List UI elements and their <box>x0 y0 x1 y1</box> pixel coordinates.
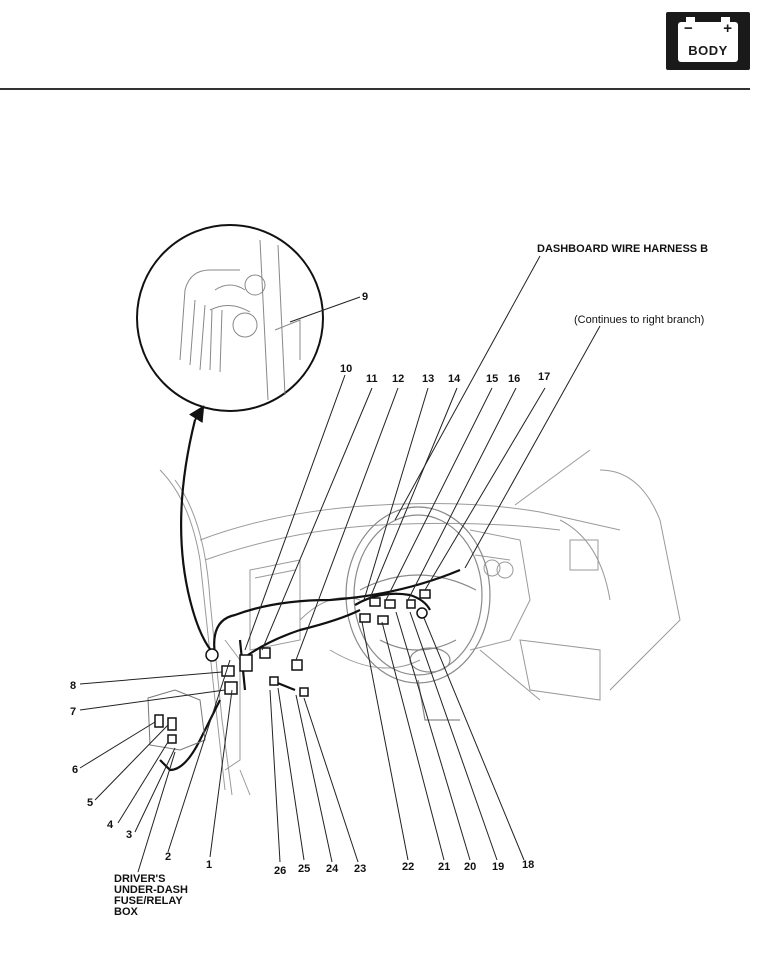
body-section-badge: − + BODY <box>666 12 750 70</box>
callout-11: 11 <box>366 373 378 385</box>
leader-lines <box>79 255 601 873</box>
dashboard-line-art <box>159 449 681 796</box>
callout-5: 5 <box>87 797 93 809</box>
badge-label: BODY <box>688 43 728 58</box>
callout-10: 10 <box>340 363 352 375</box>
callout-3: 3 <box>126 829 132 841</box>
callout-12: 12 <box>392 373 404 385</box>
continues-label: (Continues to right branch) <box>574 314 704 326</box>
callout-20: 20 <box>464 861 476 873</box>
callout-19: 19 <box>492 861 504 873</box>
callout-17: 17 <box>538 371 550 383</box>
callout-13: 13 <box>422 373 434 385</box>
callout-24: 24 <box>326 863 339 875</box>
inset-arrow <box>188 405 205 424</box>
callout-9: 9 <box>362 291 368 303</box>
fusebox-label-line3: FUSE/RELAY <box>114 895 183 907</box>
callout-numbers: 1 2 3 4 5 6 7 8 9 10 11 12 13 14 15 16 1… <box>70 291 550 877</box>
detail-inset <box>136 224 324 412</box>
header-rule <box>0 88 750 90</box>
minus-sign: − <box>684 20 693 37</box>
callout-4: 4 <box>107 819 114 831</box>
fusebox-label-line4: BOX <box>114 906 139 918</box>
battery-terminal-right <box>721 17 730 22</box>
callout-2: 2 <box>165 851 171 863</box>
fusebox-label-line1: DRIVER'S <box>114 873 166 885</box>
callout-1: 1 <box>206 859 212 871</box>
callout-8: 8 <box>70 680 76 692</box>
callout-22: 22 <box>402 861 414 873</box>
callout-26: 26 <box>274 865 286 877</box>
battery-icon: − + BODY <box>678 17 738 62</box>
callout-25: 25 <box>298 863 310 875</box>
callout-21: 21 <box>438 861 450 873</box>
callout-16: 16 <box>508 373 520 385</box>
battery-terminal-left <box>686 17 695 22</box>
callout-23: 23 <box>354 863 366 875</box>
callout-14: 14 <box>448 373 461 385</box>
callout-18: 18 <box>522 859 534 871</box>
callout-6: 6 <box>72 764 78 776</box>
plus-sign: + <box>723 20 732 37</box>
callout-15: 15 <box>486 373 498 385</box>
harness-label: DASHBOARD WIRE HARNESS B <box>537 243 708 255</box>
fusebox-label-line2: UNDER-DASH <box>114 884 188 896</box>
fuse-box <box>147 689 206 751</box>
callout-7: 7 <box>70 706 76 718</box>
connectors <box>154 589 431 744</box>
